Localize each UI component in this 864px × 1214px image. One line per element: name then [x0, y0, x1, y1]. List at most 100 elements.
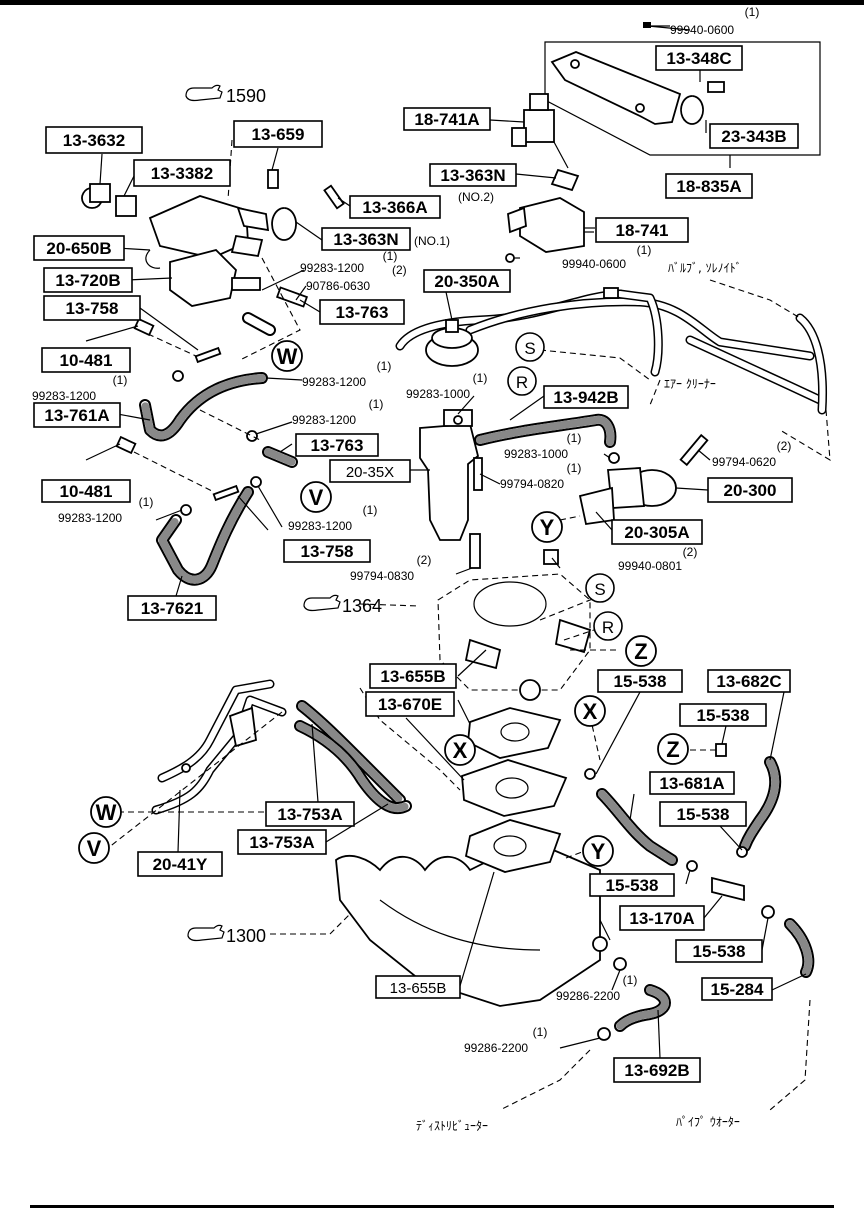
svg-text:15-284: 15-284	[711, 980, 764, 999]
part-label-18-741a: 18-741A	[403, 107, 491, 131]
part-label-13-170a: 13-170A	[619, 905, 705, 931]
part-label-13-763-a: 13-763	[319, 299, 405, 325]
fastener-99794-0820: 99794-0820	[500, 477, 564, 491]
qty-99283-1000-a: (1)	[473, 371, 488, 385]
svg-text:20-305A: 20-305A	[624, 523, 689, 542]
svg-text:13-753A: 13-753A	[249, 833, 314, 852]
bolt-90786-0630	[275, 286, 309, 308]
fastener-99286-2200-a: 99286-2200	[556, 989, 620, 1003]
svg-text:13-655B: 13-655B	[390, 980, 447, 997]
svg-text:18-741A: 18-741A	[414, 110, 479, 129]
part-label-13-761a: 13-761A	[33, 402, 121, 428]
nut-99940-0801	[543, 549, 559, 565]
ref-1590[interactable]: 1590	[185, 84, 266, 106]
right-hoses	[499, 743, 815, 1111]
spacer-collar	[707, 81, 725, 93]
qty-99794-0820: (1)	[567, 461, 582, 475]
ref-1300[interactable]: 1300	[187, 924, 266, 946]
svg-text:(NO.1): (NO.1)	[414, 234, 450, 248]
fastener-99940-0600-top: 99940-0600	[670, 23, 734, 37]
part-label-15-538-e: 15-538	[675, 939, 763, 963]
part-label-13-692b: 13-692B	[613, 1057, 701, 1083]
part-label-20-300: 20-300	[707, 477, 793, 503]
svg-text:13-942B: 13-942B	[553, 388, 618, 407]
marker-v-mid: V	[300, 481, 332, 513]
bolt-99794-0830	[469, 533, 481, 569]
svg-text:13-720B: 13-720B	[55, 271, 120, 290]
gasket-13-670e-b	[461, 759, 568, 817]
bracket-20-35x	[419, 409, 620, 541]
svg-text:20-350A: 20-350A	[434, 272, 499, 291]
svg-text:18-741: 18-741	[616, 221, 669, 240]
part-label-15-538-d: 15-538	[589, 873, 675, 897]
part-label-13-681a: 13-681A	[649, 771, 735, 795]
pipe-13-758-a	[194, 346, 222, 364]
svg-text:13-682C: 13-682C	[716, 672, 781, 691]
svg-text:18-835A: 18-835A	[676, 177, 741, 196]
pointing-hand-icon	[185, 84, 223, 102]
fastener-99283-1200-a: 99283-1200	[300, 261, 364, 275]
svg-text:1300: 1300	[226, 926, 266, 946]
svg-text:13-363N: 13-363N	[440, 166, 505, 185]
svg-text:13-681A: 13-681A	[659, 774, 724, 793]
part-label-18-835a: 18-835A	[665, 173, 753, 199]
svg-text:R: R	[602, 618, 614, 637]
part-label-13-363n-1: 13-363N (NO.1)	[321, 227, 450, 251]
part-label-13-659: 13-659	[233, 120, 323, 148]
svg-text:W: W	[277, 344, 298, 369]
svg-text:15-538: 15-538	[677, 805, 730, 824]
fastener-99940-0801: 99940-0801	[618, 559, 682, 573]
part-label-13-942b: 13-942B	[543, 385, 629, 409]
part-label-20-650b: 20-650B	[33, 235, 125, 261]
part-label-15-538-b: 15-538	[679, 703, 767, 727]
diaphragm-20-350a	[425, 319, 479, 367]
part-label-15-284: 15-284	[701, 977, 773, 1001]
qty-99283-1200-f: (1)	[363, 503, 378, 517]
fastener-99794-0830: 99794-0830	[350, 569, 414, 583]
qty-99794-0830: (2)	[417, 553, 432, 567]
svg-text:Z: Z	[666, 737, 679, 762]
svg-text:13-366A: 13-366A	[362, 198, 427, 217]
gasket-13-670e	[467, 707, 562, 759]
ref-1364[interactable]: 1364	[303, 594, 382, 616]
svg-text:13-758: 13-758	[66, 299, 119, 318]
marker-y-mid: Y	[531, 511, 563, 543]
svg-text:13-763: 13-763	[311, 436, 364, 455]
svg-text:Y: Y	[591, 839, 606, 864]
qty-99286-2200-a: (1)	[623, 973, 638, 987]
svg-text:13-3632: 13-3632	[63, 131, 125, 150]
part-label-13-366a: 13-366A	[349, 195, 441, 219]
leader-lines	[85, 25, 807, 1059]
fastener-99283-1000-b: 99283-1000	[504, 447, 568, 461]
stud-13-366a	[323, 184, 345, 210]
fastener-99283-1200-e: 99283-1200	[58, 511, 122, 525]
gasket-13-363n	[271, 207, 297, 241]
marker-w-bottom: W	[90, 796, 122, 828]
throttle-body	[359, 573, 592, 817]
marker-y-right: Y	[582, 835, 614, 867]
svg-text:10-481: 10-481	[60, 351, 113, 370]
pipe-13-170a	[711, 876, 745, 902]
part-label-13-720b: 13-720B	[43, 267, 133, 293]
fastener-99283-1200-b: 99283-1200	[302, 375, 366, 389]
note-distributor: ﾃﾞｨｽﾄﾘﾋﾞｭｰﾀｰ	[416, 1119, 488, 1133]
solenoid-valve-18-741a	[511, 93, 580, 192]
filter-13-3382	[115, 195, 137, 217]
intake-manifold	[335, 819, 611, 1007]
left-hoses	[115, 312, 298, 586]
fastener-99283-1200-c: 99283-1200	[32, 389, 96, 403]
part-label-20-41y: 20-41Y	[137, 851, 223, 877]
svg-text:20-300: 20-300	[724, 481, 777, 500]
marker-r-top: R	[507, 366, 537, 396]
svg-text:1590: 1590	[226, 86, 266, 106]
svg-text:20-650B: 20-650B	[46, 239, 111, 258]
svg-text:13-348C: 13-348C	[666, 49, 731, 68]
fastener-labels: (1) 99940-0600 (1) 99940-0600 (1) 99283-…	[32, 5, 791, 1055]
part-label-13-670e: 13-670E	[365, 691, 455, 717]
part-label-13-3632: 13-3632	[45, 126, 143, 154]
qty-99940-0600-mid: (1)	[637, 243, 652, 257]
svg-text:Z: Z	[634, 639, 647, 664]
svg-text:V: V	[309, 485, 324, 510]
qty-99283-1200-e: (1)	[139, 495, 154, 509]
